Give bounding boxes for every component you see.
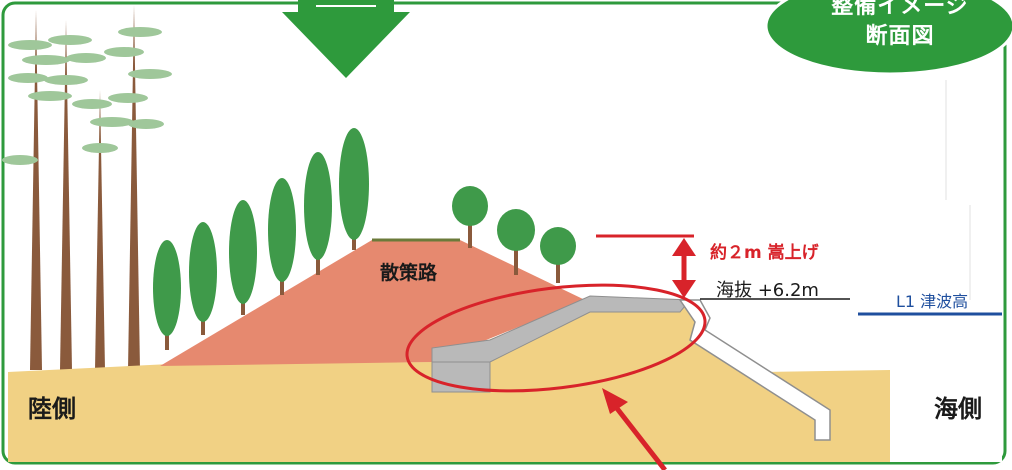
raise-height-label: 約２m 嵩上げ <box>710 243 819 263</box>
mound <box>160 240 585 366</box>
highlight-ellipse <box>405 283 707 393</box>
land-side-label: 陸側 <box>28 395 76 423</box>
sea-side-label: 海側 <box>934 395 982 423</box>
raise-double-arrow <box>672 238 696 298</box>
title-badge <box>764 0 1012 76</box>
pine-trees <box>2 5 172 370</box>
highlight-pointer-arrow <box>602 388 667 470</box>
seawall <box>678 299 831 441</box>
tsunami-level-label: L1 津波高 <box>896 292 969 311</box>
badge-title-line1: 整備イメージ <box>831 0 969 19</box>
slope-trees <box>153 128 576 350</box>
green-down-arrow <box>282 0 410 78</box>
elevation-label: 海抜 +6.2m <box>716 280 819 301</box>
sea-area <box>890 370 1002 462</box>
promenade-label: 散策路 <box>380 262 438 284</box>
badge-title-line2: 断面図 <box>865 24 935 49</box>
